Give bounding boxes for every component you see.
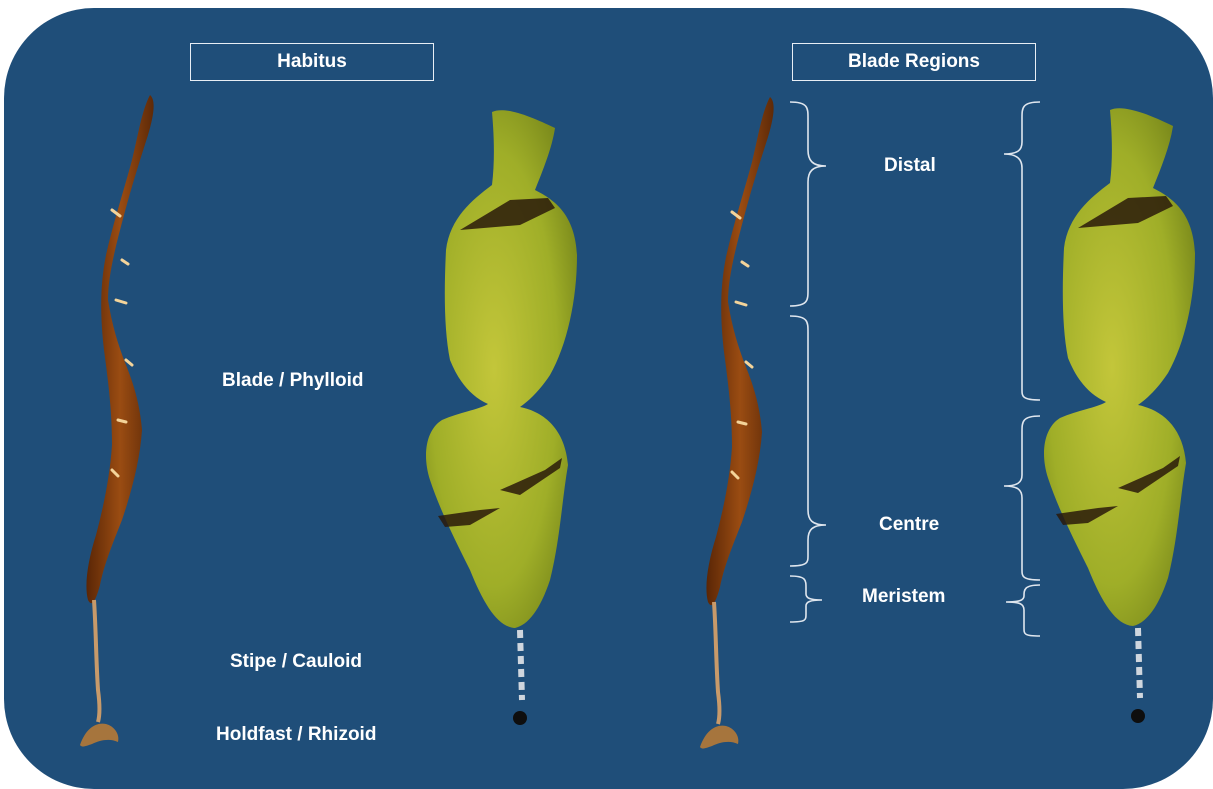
label-centre: Centre bbox=[879, 514, 939, 536]
label-holdfast-rhizoid: Holdfast / Rhizoid bbox=[216, 724, 376, 746]
blade-regions-title-box: Blade Regions bbox=[792, 43, 1036, 81]
label-stipe-cauloid: Stipe / Cauloid bbox=[230, 651, 362, 673]
label-meristem: Meristem bbox=[862, 586, 945, 608]
habitus-title-box: Habitus bbox=[190, 43, 434, 81]
figure-panel bbox=[4, 8, 1213, 789]
label-blade-phylloid: Blade / Phylloid bbox=[222, 370, 363, 392]
label-distal: Distal bbox=[884, 155, 936, 177]
